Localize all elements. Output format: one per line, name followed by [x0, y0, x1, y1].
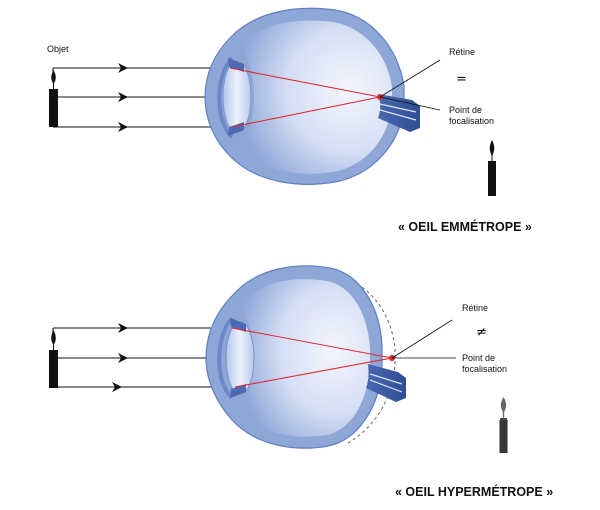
lens [225, 321, 255, 395]
equal-symbol: = [456, 72, 467, 87]
object-candle [49, 70, 58, 127]
object-label: Objet [47, 44, 69, 54]
caption-hypermetrope: « OEIL HYPERMÉTROPE » [395, 484, 553, 499]
focus-label-line1: Point de [462, 353, 495, 363]
optic-nerve [366, 364, 406, 402]
focus-label-line2: focalisation [449, 116, 494, 126]
focus-label-line1: Point de [449, 105, 482, 115]
retina-label: Rétine [449, 47, 475, 57]
refracted-rays [231, 327, 393, 388]
caption-emmetrope: « OEIL EMMÉTROPE » [398, 219, 532, 234]
emmetrope-diagram: Objet [47, 7, 532, 234]
retina-label: Rétine [462, 303, 488, 313]
focus-label-line2: focalisation [462, 364, 507, 374]
object-candle [49, 330, 58, 388]
eye-emmetrope [204, 7, 420, 185]
hypermetrope-diagram: Rétine ≠ Point de focalisation « OEIL HY… [49, 265, 553, 499]
eye-hypermetrope [205, 265, 406, 449]
retina-leader-line [379, 59, 441, 98]
focus-leader-line [379, 96, 441, 111]
image-candle-sharp [488, 140, 496, 196]
not-equal-symbol: ≠ [476, 325, 487, 340]
image-candle-blurred [499, 397, 508, 453]
refracted-rays [229, 67, 381, 128]
retina-leader-line [391, 319, 453, 359]
lens [222, 60, 252, 134]
